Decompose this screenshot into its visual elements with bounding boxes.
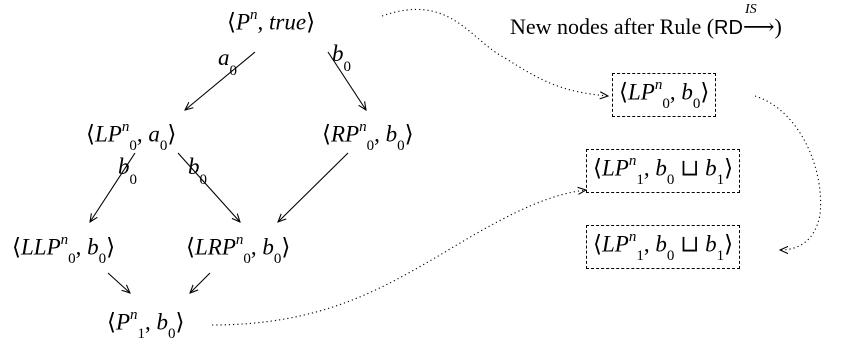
new-node-3-sup: n bbox=[628, 229, 637, 245]
edge-root-rp0 bbox=[327, 51, 366, 110]
node-rp0-guard-var: b bbox=[385, 121, 398, 147]
edge-lrp0-p1 bbox=[190, 272, 211, 293]
new-node-3-guard-var: b bbox=[655, 231, 667, 257]
node-lp0-pred: LP bbox=[94, 121, 122, 147]
edge-label-lp0-lrp0-var: b bbox=[188, 154, 200, 179]
new-node-1-guard-var: b bbox=[681, 79, 693, 105]
new-node-3: ⟨LPn1, b0 ⊔ b1⟩ bbox=[586, 225, 741, 270]
new-node-2-guard-var: b bbox=[655, 155, 667, 181]
node-llp0: ⟨LLPn0, b0⟩ bbox=[12, 232, 116, 268]
new-node-2-guard2-var: b bbox=[705, 155, 717, 181]
edge-label-root-rp0-sub: 0 bbox=[343, 58, 352, 75]
node-lp0-sub: 0 bbox=[129, 138, 137, 155]
new-node-1-pred: LP bbox=[627, 79, 655, 105]
dotted-p1-to-new2 bbox=[211, 190, 586, 326]
node-p1: ⟨Pn1, b0⟩ bbox=[107, 307, 185, 343]
node-lrp0-sup: n bbox=[235, 232, 244, 248]
edge-label-root-lp0: a0 bbox=[218, 45, 237, 78]
node-p1-sub: 1 bbox=[137, 326, 146, 343]
new-node-1-sub: 0 bbox=[662, 96, 670, 113]
caption-rule-superscript: IS bbox=[744, 2, 757, 17]
node-p1-guard-var: b bbox=[156, 309, 169, 335]
new-node-3-pred: LP bbox=[601, 231, 629, 257]
new-node-2-sub: 1 bbox=[636, 172, 644, 189]
node-root-guard: true bbox=[269, 9, 307, 35]
new-node-1-sup: n bbox=[654, 77, 663, 93]
node-p1-guard-sub: 0 bbox=[168, 326, 176, 343]
new-node-2-join: ⊔ bbox=[680, 155, 700, 181]
node-lrp0-pred: LRP bbox=[194, 234, 236, 260]
new-node-3-sub: 1 bbox=[636, 248, 644, 265]
node-rp0-sub: 0 bbox=[366, 138, 375, 155]
node-llp0-sub: 0 bbox=[68, 251, 76, 268]
new-node-2-guard2-sub: 1 bbox=[716, 172, 725, 189]
new-node-2: ⟨LPn1, b0 ⊔ b1⟩ bbox=[586, 149, 741, 194]
node-rp0-sup: n bbox=[359, 119, 367, 135]
caption-prefix: New nodes after Rule ( bbox=[510, 14, 715, 39]
node-lrp0-sub: 0 bbox=[243, 251, 251, 268]
node-lp0: ⟨LPn0, a0⟩ bbox=[86, 119, 177, 155]
caption-rule-name: RD bbox=[714, 17, 743, 39]
new-node-2-guard-sub: 0 bbox=[666, 172, 675, 189]
edge-label-root-lp0-var: a bbox=[218, 45, 230, 70]
node-p1-pred: P bbox=[115, 309, 131, 335]
node-lrp0-guard-sub: 0 bbox=[273, 251, 282, 268]
caption-suffix: ) bbox=[774, 14, 782, 39]
node-root-sup: n bbox=[250, 7, 258, 23]
node-root: ⟨Pn, true⟩ bbox=[227, 7, 316, 35]
node-root-pred: P bbox=[235, 9, 251, 35]
node-rp0-guard-sub: 0 bbox=[397, 138, 405, 155]
edge-label-lp0-llp0-var: b bbox=[118, 154, 130, 179]
node-llp0-guard-sub: 0 bbox=[98, 251, 107, 268]
node-rp0-pred: RP bbox=[330, 121, 360, 147]
node-llp0-guard-var: b bbox=[87, 234, 99, 260]
edge-label-lp0-lrp0-sub: 0 bbox=[199, 171, 208, 188]
edge-label-lp0-lrp0: b0 bbox=[188, 154, 207, 187]
edge-rp0-lrp0 bbox=[278, 152, 349, 222]
node-lrp0: ⟨LRPn0, b0⟩ bbox=[186, 232, 291, 268]
edge-label-root-rp0: b0 bbox=[332, 41, 351, 74]
new-node-2-pred: LP bbox=[601, 155, 629, 181]
new-node-3-guard-sub: 0 bbox=[666, 248, 675, 265]
node-lp0-sup: n bbox=[121, 119, 130, 135]
node-rp0: ⟨RPn0, b0⟩ bbox=[322, 119, 414, 155]
caption-rule-arrow: IS⟶ bbox=[742, 2, 775, 39]
new-node-3-guard2-sub: 1 bbox=[716, 248, 725, 265]
node-llp0-pred: LLP bbox=[20, 234, 61, 260]
edge-label-lp0-llp0: b0 bbox=[118, 154, 137, 187]
node-p1-sup: n bbox=[130, 307, 138, 323]
edge-label-root-rp0-var: b bbox=[332, 41, 344, 66]
edge-label-lp0-llp0-sub: 0 bbox=[129, 171, 138, 188]
new-node-3-join: ⊔ bbox=[680, 231, 700, 257]
edge-label-root-lp0-sub: 0 bbox=[229, 62, 238, 79]
node-lp0-guard-var: a bbox=[148, 121, 160, 147]
edge-llp0-p1 bbox=[107, 272, 130, 293]
edge-root-lp0 bbox=[185, 51, 256, 110]
edge-lp0-llp0 bbox=[90, 152, 136, 222]
new-node-1: ⟨LPn0, b0⟩ bbox=[612, 73, 717, 118]
new-node-2-sup: n bbox=[628, 153, 637, 169]
node-lp0-guard-sub: 0 bbox=[159, 138, 168, 155]
dotted-new1-to-new3 bbox=[754, 95, 822, 250]
node-lrp0-guard-var: b bbox=[262, 234, 274, 260]
node-llp0-sup: n bbox=[60, 232, 69, 248]
edge-lp0-lrp0 bbox=[177, 152, 240, 222]
new-node-3-guard2-var: b bbox=[705, 231, 717, 257]
new-node-1-guard-sub: 0 bbox=[692, 96, 701, 113]
